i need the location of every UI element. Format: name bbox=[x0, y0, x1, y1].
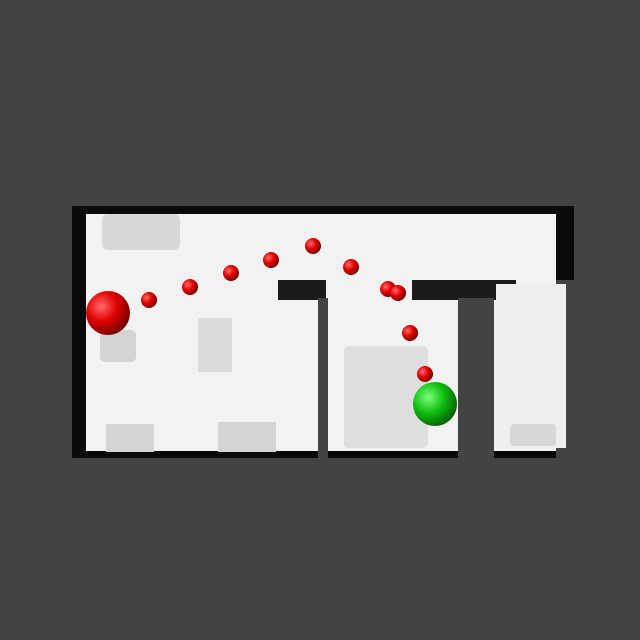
armchair bbox=[100, 330, 136, 362]
bathroom-floor bbox=[496, 284, 566, 448]
wall-block bbox=[278, 280, 326, 300]
path-markers bbox=[86, 238, 457, 426]
table bbox=[198, 318, 232, 372]
waypoint-marker bbox=[417, 366, 433, 382]
goal-marker bbox=[413, 382, 457, 426]
cabinet bbox=[106, 424, 154, 452]
waypoint-marker bbox=[390, 285, 406, 301]
cabinet bbox=[218, 422, 276, 452]
waypoint-marker bbox=[263, 252, 279, 268]
waypoint-marker bbox=[343, 259, 359, 275]
waypoint-marker bbox=[182, 279, 198, 295]
wall-block bbox=[318, 298, 328, 458]
floor-plan bbox=[72, 206, 574, 458]
waypoint-marker bbox=[223, 265, 239, 281]
waypoint-marker bbox=[141, 292, 157, 308]
waypoint-marker bbox=[305, 238, 321, 254]
wall-block bbox=[412, 280, 516, 300]
start-marker bbox=[86, 291, 130, 335]
bed bbox=[344, 346, 428, 448]
wall-block bbox=[458, 298, 494, 458]
waypoint-marker bbox=[402, 325, 418, 341]
sofa bbox=[102, 214, 180, 250]
bathtub bbox=[510, 424, 556, 446]
